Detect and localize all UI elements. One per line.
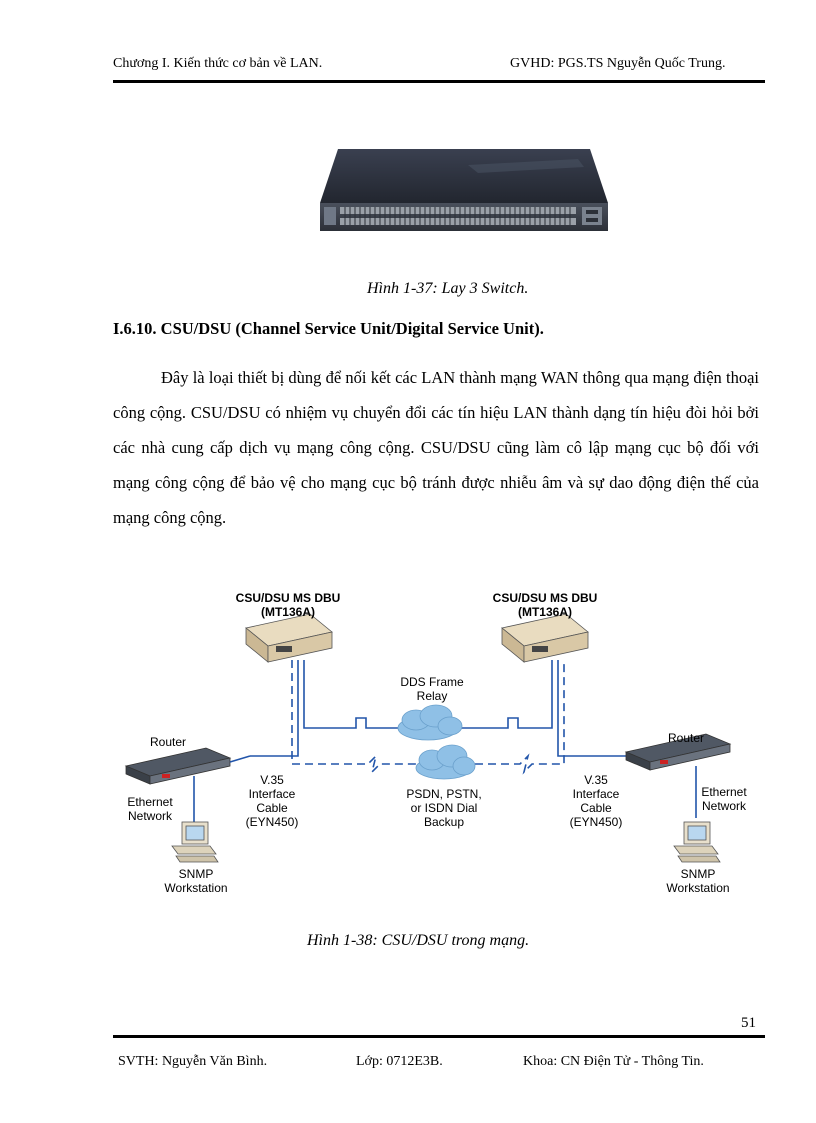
figure1-caption: Hình 1-37: Lay 3 Switch. (367, 280, 529, 297)
cloud-dds (397, 704, 463, 741)
cloud-psdn-label-3: Backup (424, 815, 464, 829)
csu-dsu-right-device (501, 613, 589, 663)
backup-dashed-links (291, 660, 565, 775)
header-supervisor: GVHD: PGS.TS Nguyễn Quốc Trung. (510, 56, 726, 71)
router-left-label: Router (150, 735, 186, 749)
snmp-left-label-2: Workstation (164, 881, 227, 895)
footer-class: Lớp: 0712E3B. (356, 1054, 443, 1069)
csu-left-label-2: (MT136A) (261, 605, 315, 619)
dds-solid-links (250, 660, 626, 757)
cloud-psdn-label-2: or ISDN Dial (411, 801, 478, 815)
cable-right-label-3: Cable (580, 801, 612, 815)
router-left-device (124, 747, 232, 785)
csu-dsu-diagram: CSU/DSU MS DBU (MT136A) CSU/DSU MS DBU (… (124, 591, 747, 895)
header-chapter: Chương I. Kiến thức cơ bản về LAN. (113, 56, 323, 71)
cable-left-label-2: Interface (249, 787, 296, 801)
ethernet-left-label-1: Ethernet (127, 795, 173, 809)
cable-right-label-1: V.35 (584, 773, 608, 787)
cloud-psdn (415, 744, 476, 780)
ethernet-right-label-2: Network (702, 799, 747, 813)
cable-left-label-1: V.35 (260, 773, 284, 787)
switch-ports (340, 207, 576, 225)
page-number: 51 (741, 1015, 756, 1031)
snmp-right-label-2: Workstation (666, 881, 729, 895)
section-heading: I.6.10. CSU/DSU (Channel Service Unit/Di… (113, 319, 544, 338)
cable-right-label-4: (EYN450) (570, 815, 623, 829)
cloud-dds-label-2: Relay (417, 689, 448, 703)
footer-faculty: Khoa: CN Điện Tử - Thông Tin. (523, 1054, 704, 1069)
csu-right-label-2: (MT136A) (518, 605, 572, 619)
workstation-right-icon (673, 821, 721, 863)
section-paragraph: Đây là loại thiết bị dùng để nối kết các… (113, 360, 759, 535)
cable-left-label-4: (EYN450) (246, 815, 299, 829)
router-left-link (229, 755, 251, 763)
snmp-left-label-1: SNMP (179, 867, 214, 881)
csu-left-label-1: CSU/DSU MS DBU (236, 591, 341, 605)
router-right-device (624, 733, 732, 771)
workstation-left-icon (171, 821, 219, 863)
footer-rule (113, 1035, 765, 1038)
cable-left-label-3: Cable (256, 801, 288, 815)
switch-image (320, 149, 608, 231)
snmp-right-label-1: SNMP (681, 867, 716, 881)
router-right-label: Router (668, 731, 704, 745)
cable-right-label-2: Interface (573, 787, 620, 801)
ethernet-right-label-1: Ethernet (701, 785, 747, 799)
footer-student: SVTH: Nguyễn Văn Bình. (118, 1054, 268, 1069)
body-paragraph: Đây là loại thiết bị dùng để nối kết các… (113, 368, 759, 527)
cloud-psdn-label-1: PSDN, PSTN, (406, 787, 481, 801)
cloud-dds-label-1: DDS Frame (400, 675, 464, 689)
ethernet-left-label-2: Network (128, 809, 173, 823)
figure2-caption: Hình 1-38: CSU/DSU trong mạng. (307, 932, 530, 949)
header-rule (113, 80, 765, 83)
csu-dsu-left-device (245, 613, 333, 663)
csu-right-label-1: CSU/DSU MS DBU (493, 591, 598, 605)
